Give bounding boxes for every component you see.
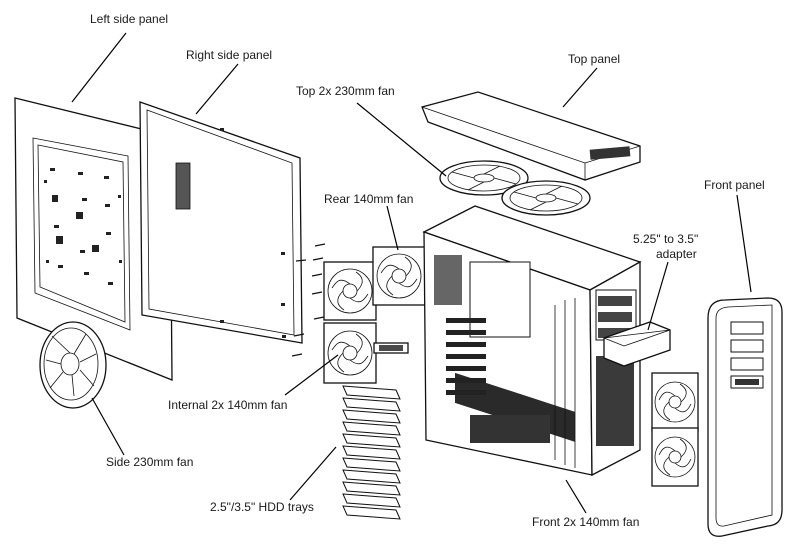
callout-internal-fans bbox=[284, 354, 339, 396]
front-panel bbox=[707, 297, 783, 537]
callout-top-fans bbox=[356, 102, 447, 177]
callout-top-panel bbox=[562, 67, 598, 108]
label-right-side-panel: Right side panel bbox=[186, 48, 273, 62]
internal-140mm-fan bbox=[323, 322, 409, 384]
callout-rear-fan bbox=[386, 205, 399, 251]
side-230mm-fan bbox=[39, 321, 107, 409]
hdd-trays bbox=[342, 385, 401, 520]
callout-left-side-panel bbox=[71, 32, 127, 103]
top-panel bbox=[421, 91, 641, 181]
callout-front-panel bbox=[736, 194, 752, 293]
callout-hdd-trays bbox=[289, 446, 337, 501]
callout-side-fan bbox=[91, 397, 125, 456]
callout-adapter bbox=[647, 261, 669, 331]
label-front-fans: Front 2x 140mm fan bbox=[532, 515, 640, 529]
label-top-panel: Top panel bbox=[568, 52, 621, 66]
screws bbox=[291, 243, 326, 357]
label-top-fans: Top 2x 230mm fan bbox=[296, 84, 395, 98]
right-side-panel bbox=[139, 101, 303, 344]
label-adapter-line1: 5.25" to 3.5" bbox=[633, 232, 699, 246]
top-230mm-fans bbox=[439, 160, 591, 216]
callout-front-fans bbox=[565, 479, 587, 514]
label-adapter-line2: adapter bbox=[656, 247, 697, 261]
chassis bbox=[422, 205, 642, 477]
label-hdd-trays: 2.5"/3.5" HDD trays bbox=[210, 500, 314, 514]
callout-right-side-panel bbox=[195, 63, 239, 115]
label-internal-fans: Internal 2x 140mm fan bbox=[168, 398, 288, 412]
label-left-side-panel: Left side panel bbox=[90, 12, 169, 26]
label-front-panel: Front panel bbox=[704, 178, 765, 192]
label-rear-fan: Rear 140mm fan bbox=[324, 192, 414, 206]
left-side-panel bbox=[14, 97, 173, 381]
front-140mm-fans bbox=[651, 372, 699, 487]
rear-140mm-fans bbox=[323, 246, 426, 321]
callout-lines bbox=[71, 32, 752, 514]
label-side-fan: Side 230mm fan bbox=[106, 455, 194, 469]
